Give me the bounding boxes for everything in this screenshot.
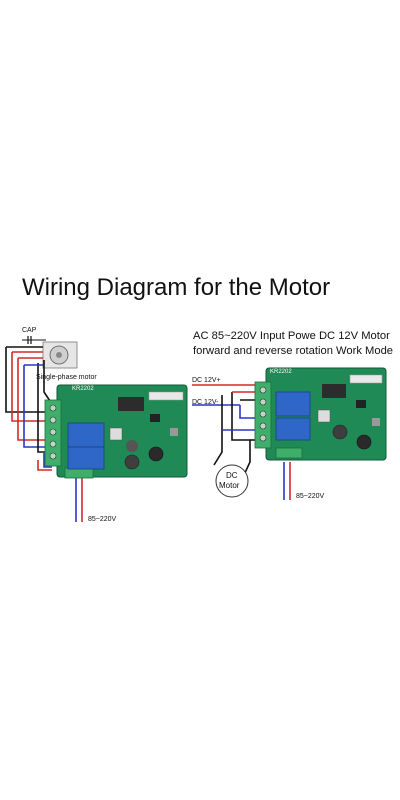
left-wires [5, 346, 83, 522]
right-relay-board [254, 367, 387, 461]
capacitor-icon [22, 336, 46, 344]
right-subtitle-line2: forward and reverse rotation Work Mode [193, 345, 394, 357]
single-phase-motor-icon [42, 341, 78, 369]
dc-motor-icon [215, 464, 249, 498]
right-wires [192, 384, 291, 500]
single-phase-motor-label: Single-phase motor [36, 374, 97, 381]
cap-label: CAP [22, 327, 37, 334]
dc-minus-label: DC 12V- [192, 399, 219, 406]
dc-motor-label-line1: DC [226, 471, 238, 480]
right-board-label: KR2202 [270, 369, 292, 375]
left-power-label: 85~220V [88, 516, 117, 523]
left-relay-board [44, 384, 188, 479]
left-board-label: KR2202 [72, 386, 94, 392]
diagram-title: Wiring Diagram for the Motor [22, 274, 331, 301]
dc-motor-label-line2: Motor [219, 481, 240, 490]
right-subtitle-line1: AC 85~220V Input Powe DC 12V Motor [193, 330, 390, 342]
right-power-label: 85~220V [296, 493, 325, 500]
dc-plus-label: DC 12V+ [192, 377, 221, 384]
